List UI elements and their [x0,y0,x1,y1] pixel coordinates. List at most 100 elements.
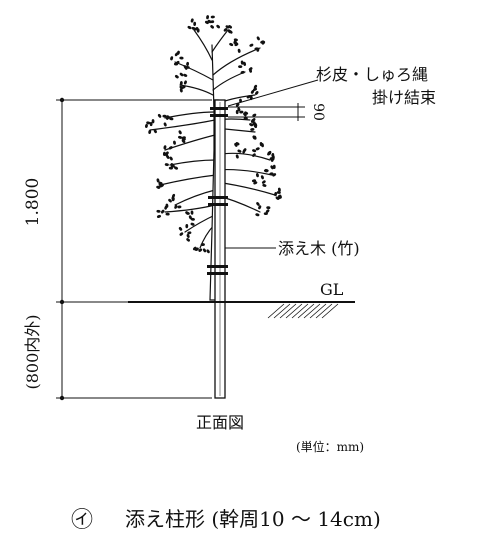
leaf [210,15,215,19]
leaf [250,89,255,94]
leaf [179,232,184,236]
tie-band-lower [207,265,228,275]
leaf [170,164,175,168]
leaf [250,128,255,131]
support-stake-label: 添え木 (竹) [278,239,360,258]
leaf [223,28,228,32]
leaf [234,41,238,45]
leaf [198,248,203,252]
leaf [253,181,258,185]
leaf [210,25,214,29]
leaf [239,110,244,114]
leaf [171,196,175,201]
tree-leaves [145,15,282,254]
leaf [181,139,186,144]
leaf [243,112,247,117]
leaf [146,121,151,125]
leaf [179,81,183,86]
leaf [249,68,252,73]
leaf [178,135,183,139]
leaf [183,80,187,85]
leaf [156,209,161,213]
leaf [242,149,246,154]
leaf [162,114,167,118]
leaf [256,36,260,41]
leaf [174,204,178,209]
leaf [270,165,274,170]
leaf [171,193,176,198]
leaf [179,88,183,93]
leaf [206,249,210,254]
leaf [238,65,243,68]
leaf [145,123,148,128]
leaf [260,175,264,180]
leaf [264,168,269,172]
leaf [228,30,233,34]
leaf [185,211,190,215]
leaf [165,151,169,156]
leaf [169,156,173,161]
leaf [174,166,179,170]
leaf [237,107,241,112]
leaf [157,113,162,118]
tie-band-upper [210,107,228,117]
leaf [253,84,258,89]
leaf [229,42,234,47]
leaf [161,209,165,214]
leaf [277,187,281,192]
leaf [184,65,188,70]
leaf [246,95,251,99]
leaf [228,25,232,29]
leaf [149,121,153,127]
leaf [183,73,188,77]
leaf [237,48,241,53]
leaf [191,26,196,30]
leaf [267,152,272,156]
leaf [249,43,254,47]
leaf [168,166,173,170]
leaf [181,85,186,89]
leaf [240,70,245,74]
tie-material-label-2: 掛け結束 [372,88,436,107]
leaf [235,154,239,159]
leaf [261,143,264,148]
leaf [186,61,189,67]
leaf [186,233,190,238]
leaf [162,151,166,156]
caption-marker: ㋑ [71,508,93,533]
leaf [265,209,270,213]
leaf [274,192,278,197]
ground-level-label: GL [320,280,344,299]
leaf [165,212,170,216]
leaf [255,91,259,95]
leaf [190,210,194,215]
leaf [196,28,200,33]
leaf [148,129,152,134]
leaf [179,56,184,60]
leaf [168,146,173,150]
tie-material-label-1: 杉皮・しゅろ縄 [316,65,428,84]
leaf [276,191,281,194]
leaf [156,214,162,218]
leaf [258,205,262,210]
leaf [252,113,257,117]
leaf [178,130,182,135]
leaf [170,56,174,61]
leaf [178,226,183,231]
leaf [200,243,205,246]
leaf [206,15,209,20]
leaf [266,206,271,210]
view-name: 正面図 [196,413,244,432]
leaf [216,24,220,29]
embed-depth-label: (800内外) [23,314,42,389]
leaf [173,140,176,145]
leaf [261,180,266,184]
leaf [253,124,257,129]
caption-text: 添え柱形 (幹周10 ～ 14cm) [125,507,381,531]
leaf [254,47,259,51]
leaf [166,155,170,159]
leaf [243,61,247,66]
leaf [272,173,277,177]
leaf [164,163,169,167]
